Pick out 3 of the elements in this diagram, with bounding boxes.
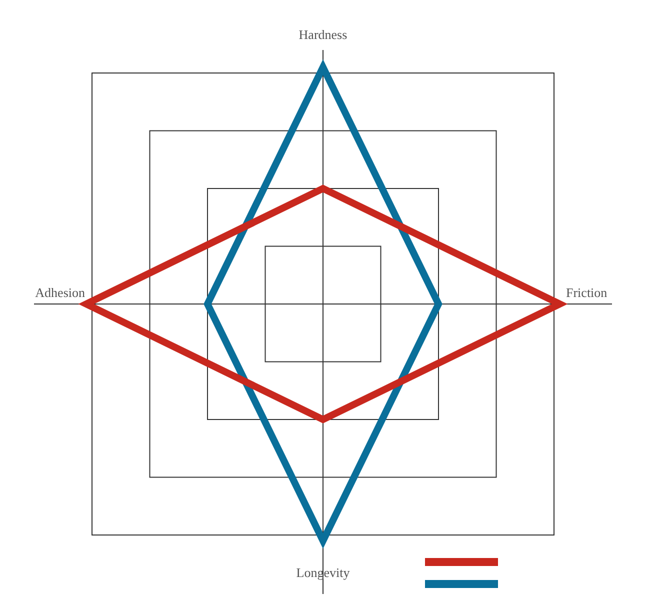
axis-label: Hardness bbox=[298, 27, 348, 42]
axis-label: Friction bbox=[566, 285, 608, 300]
axis-label: Adhesion bbox=[35, 285, 85, 300]
